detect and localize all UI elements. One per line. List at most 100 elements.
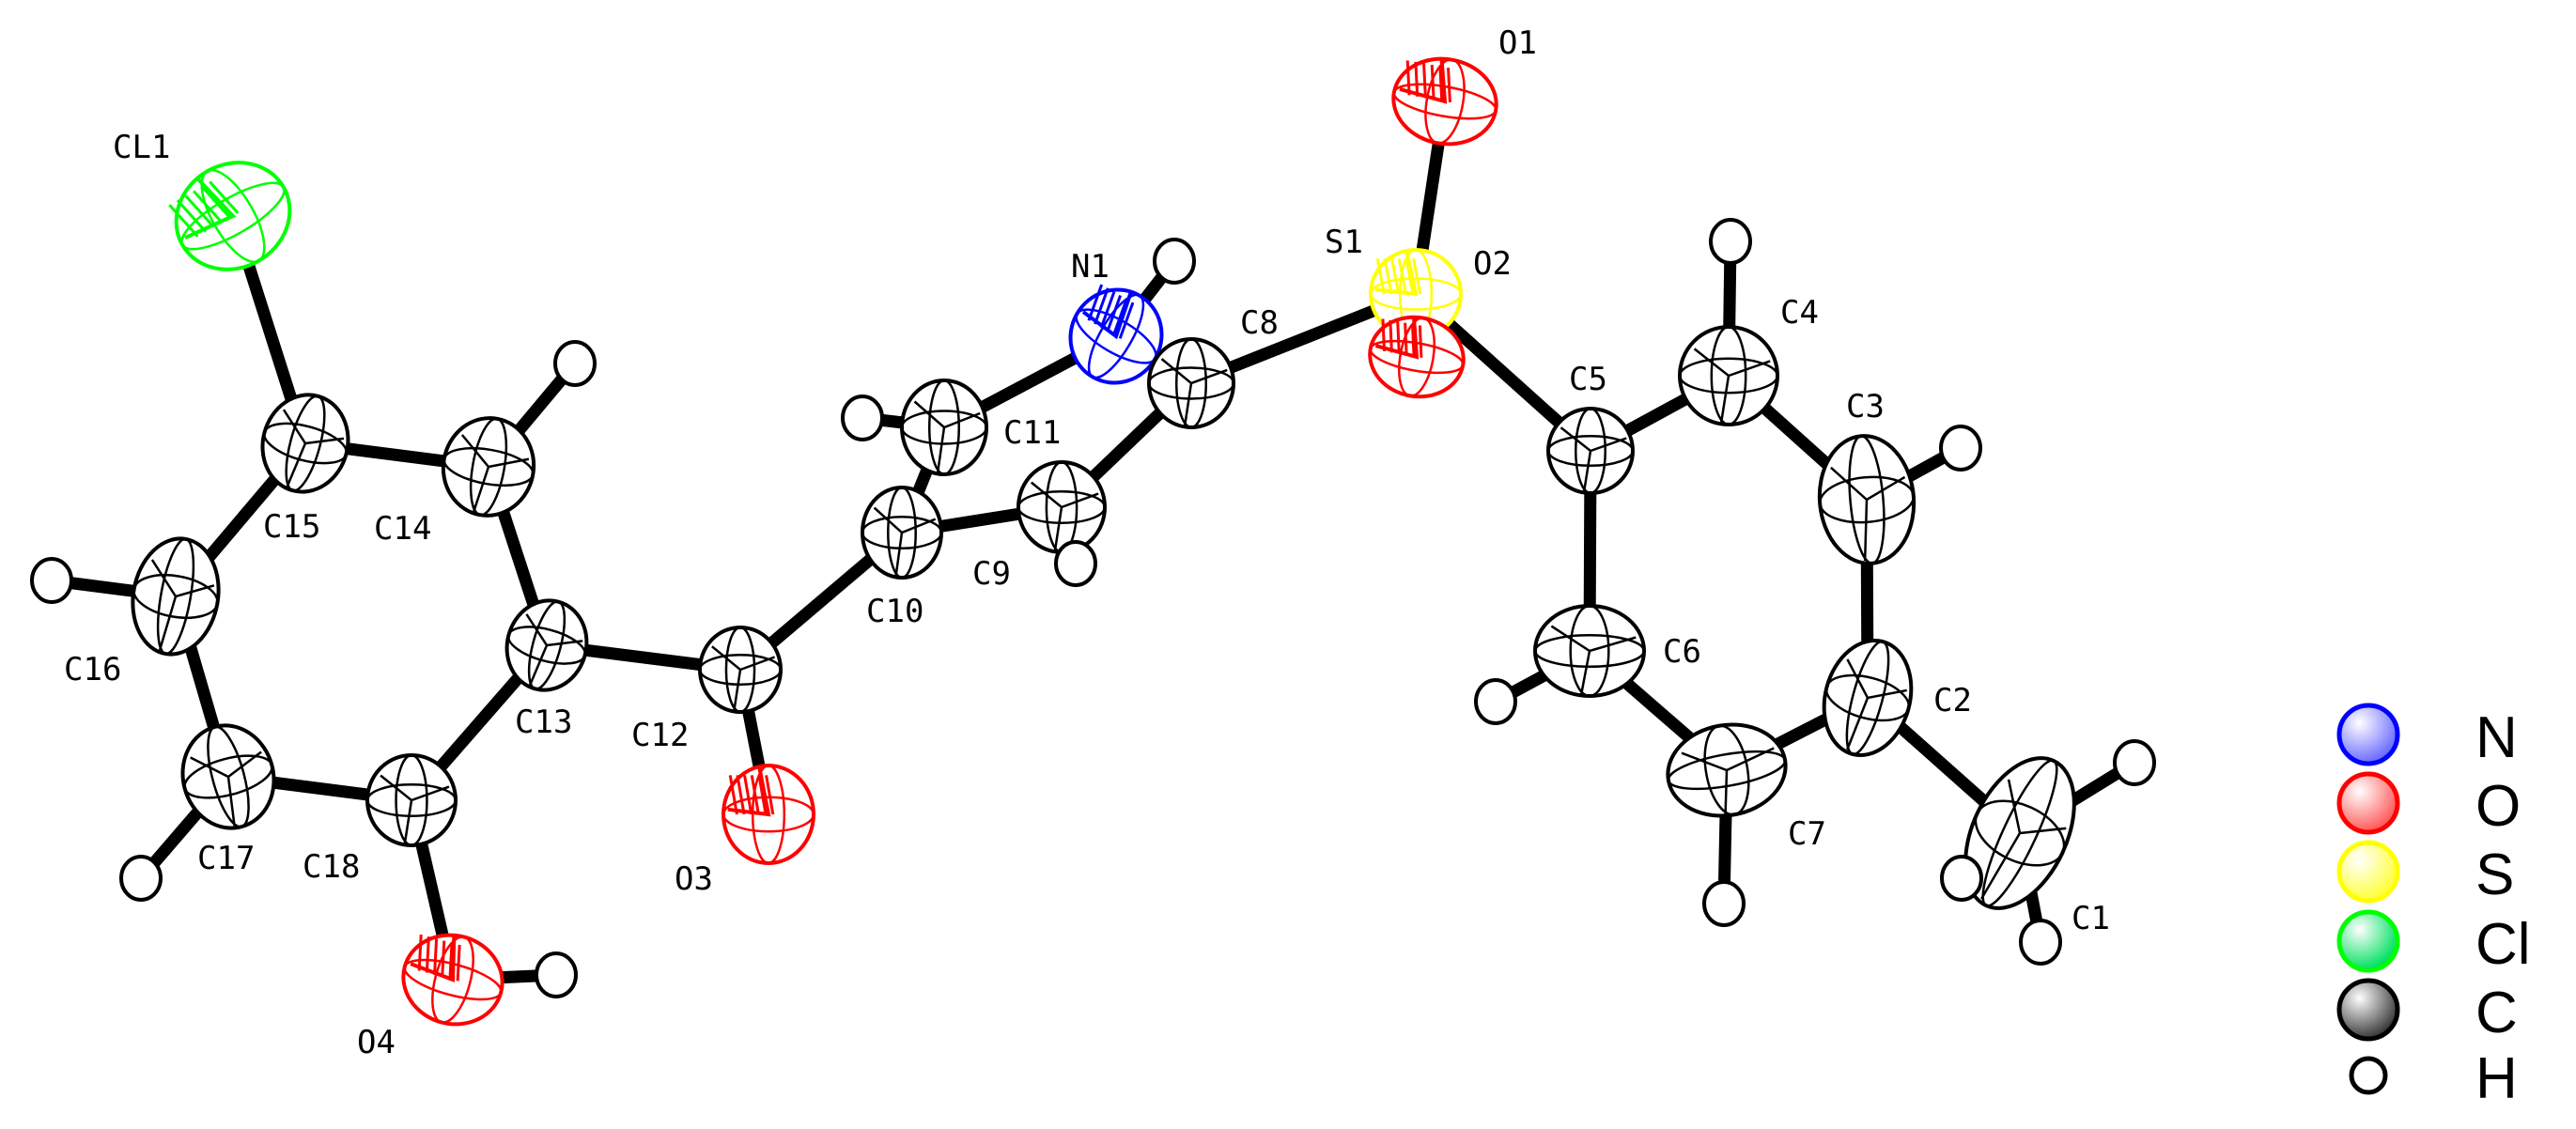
legend-label-c: C (2475, 981, 2518, 1045)
atom-c10 (861, 486, 943, 580)
ellipsoid-axis (1667, 750, 1787, 791)
atom-label-s1: S1 (1325, 224, 1363, 261)
legend-item-c: C (2336, 978, 2518, 1045)
ellipsoid-axis (1560, 426, 1627, 491)
atom-c16 (131, 536, 221, 657)
ellipsoid-axis (1703, 724, 1750, 816)
ellipsoid-axis (156, 537, 195, 656)
ellipsoid-axis (183, 754, 273, 799)
legend-label-n: N (2475, 705, 2518, 770)
hatch-octant (1399, 59, 1451, 104)
ellipsoid-axis (207, 725, 250, 828)
ellipsoid-axis (698, 654, 783, 686)
ellipsoid-axis (711, 645, 775, 710)
atom-c5 (1546, 407, 1635, 495)
ellipsoid-axis (1392, 83, 1497, 120)
legend-label-o: O (2475, 774, 2521, 839)
atom-h6 (1474, 678, 1517, 725)
atom-c11 (900, 379, 988, 476)
atom-label-c13: C13 (515, 704, 572, 741)
ellipsoid-axis (285, 394, 326, 492)
ellipsoid-axis (1160, 358, 1228, 425)
ellipsoid-axis (1846, 658, 1907, 750)
ellipsoid-axis (1147, 366, 1235, 400)
ellipsoid-axis (887, 486, 917, 580)
legend-label-cl: Cl (2475, 912, 2531, 977)
atom-h1c (2019, 919, 2062, 966)
ellipsoid-axis (200, 168, 266, 264)
legend-item-h: H (2349, 1046, 2518, 1111)
atom-c17 (180, 723, 276, 830)
legend-swatch-s (2336, 840, 2400, 904)
atom-label-c12: C12 (631, 717, 689, 754)
atom-label-o2: O2 (1473, 245, 1512, 283)
ellipsoid-axis (263, 422, 348, 465)
atom-c4 (1678, 325, 1779, 426)
atom-label-c15: C15 (263, 508, 320, 546)
ellipsoid-axis (1550, 625, 1637, 694)
ellipsoid-axis (1678, 357, 1779, 394)
atom-h14 (553, 340, 597, 387)
ellipsoid-axis (395, 753, 428, 847)
legend-item-n: N (2336, 703, 2518, 770)
atom-label-c14: C14 (374, 510, 431, 548)
ellipsoid-axis (1824, 673, 1911, 722)
ellipsoid-axis (873, 506, 937, 576)
legend-label-s: S (2475, 843, 2514, 907)
atom-label-c18: C18 (303, 848, 360, 886)
legend-label-h: H (2475, 1046, 2518, 1111)
ellipsoid-axis (1979, 779, 2067, 900)
atom-c6 (1533, 604, 1646, 698)
hatch-octant (1374, 317, 1423, 360)
ellipsoid-axis (1369, 277, 1463, 311)
atom-label-c10: C10 (866, 593, 923, 630)
ellipsoid-axis (1981, 759, 2058, 907)
atom-h7 (1702, 880, 1746, 927)
ellipsoid-axis (365, 782, 458, 818)
atom-label-cl1: CL1 (113, 129, 170, 166)
ellipsoid-axis (1693, 348, 1771, 423)
atom-label-c8: C8 (1240, 304, 1279, 342)
atom-h11 (841, 394, 884, 441)
atom-c18 (365, 753, 458, 847)
atom-n1 (1068, 284, 1164, 385)
ellipsoid-axis (469, 417, 508, 517)
ellipsoid-axis (380, 774, 450, 843)
atom-c15 (260, 393, 350, 494)
atom-label-c6: C6 (1663, 633, 1701, 671)
atom-s1 (1369, 248, 1463, 340)
ellipsoid-axis (1031, 481, 1099, 550)
ellipsoid-axis (1546, 435, 1635, 467)
atom-h16 (30, 557, 73, 604)
atom-c7 (1666, 722, 1788, 818)
ellipsoid-axis (150, 559, 215, 651)
ellipsoid-axis (403, 958, 503, 1001)
ellipsoid-axis (722, 796, 815, 833)
atom-o4 (401, 933, 504, 1027)
atom-label-c17: C17 (197, 840, 255, 877)
ellipsoid-axis (190, 750, 262, 827)
atom-h4 (1709, 218, 1752, 265)
legend-item-s: S (2336, 840, 2514, 907)
legend-swatch-o (2336, 771, 2400, 835)
atom-label-o1: O1 (1498, 24, 1537, 62)
ellipsoid-axis (1533, 633, 1646, 669)
atom-c14 (441, 416, 536, 518)
atom-o3 (722, 764, 815, 865)
ellipsoid-axis (1575, 407, 1606, 495)
atom-label-c4: C4 (1780, 294, 1819, 332)
atom-o1 (1391, 56, 1498, 147)
ellipsoid-axis (1974, 799, 2066, 867)
atom-label-o3: O3 (675, 860, 713, 898)
atom-c2 (1822, 638, 1914, 758)
ellipsoid-axis (1848, 434, 1885, 565)
ellipsoid-axis (180, 181, 286, 251)
ellipsoid-axis (506, 626, 587, 665)
ellipsoid-axis (1175, 337, 1207, 429)
hatch-octant (1081, 284, 1135, 340)
ellipsoid-axis (724, 626, 756, 714)
ellipsoid-axis (1569, 604, 1610, 698)
legend-item-cl: Cl (2336, 909, 2531, 977)
